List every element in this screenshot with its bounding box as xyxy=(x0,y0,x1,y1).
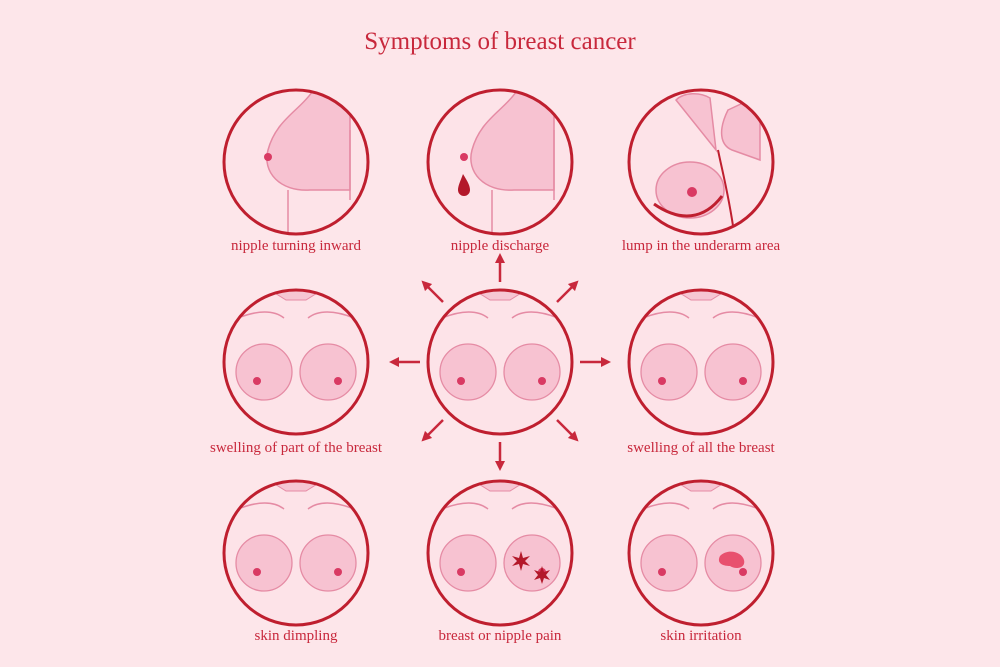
caption-skin-dimpling: skin dimpling xyxy=(254,628,338,644)
center-breasts-icon xyxy=(426,288,574,436)
arrow-up-left xyxy=(421,280,444,303)
pain-star-icon xyxy=(426,479,574,627)
side-view-breast-inverted-nipple-icon xyxy=(222,88,370,236)
front-view-breasts-icon xyxy=(222,288,370,436)
caption-swelling-all: swelling of all the breast xyxy=(627,440,775,456)
caption-skin-irritation: skin irritation xyxy=(660,628,742,644)
front-view-breasts-icon xyxy=(627,288,775,436)
caption-nipple-turning-inward: nipple turning inward xyxy=(231,238,361,254)
irritation-patch-icon xyxy=(627,479,775,627)
caption-lump-underarm: lump in the underarm area xyxy=(621,238,781,254)
page-title: Symptoms of breast cancer xyxy=(364,28,636,55)
arrow-up-right xyxy=(556,280,579,303)
radiating-arrows xyxy=(389,253,611,471)
caption-swelling-part: swelling of part of the breast xyxy=(209,440,383,456)
arrow-down-left xyxy=(421,419,444,442)
side-view-breast-discharge-icon xyxy=(426,88,574,236)
front-view-breasts-icon xyxy=(222,479,370,627)
caption-nipple-discharge: nipple discharge xyxy=(450,238,550,254)
caption-breast-nipple-pain: breast or nipple pain xyxy=(438,628,562,644)
arrow-down-right xyxy=(556,419,579,442)
underarm-lump-icon xyxy=(627,88,775,236)
